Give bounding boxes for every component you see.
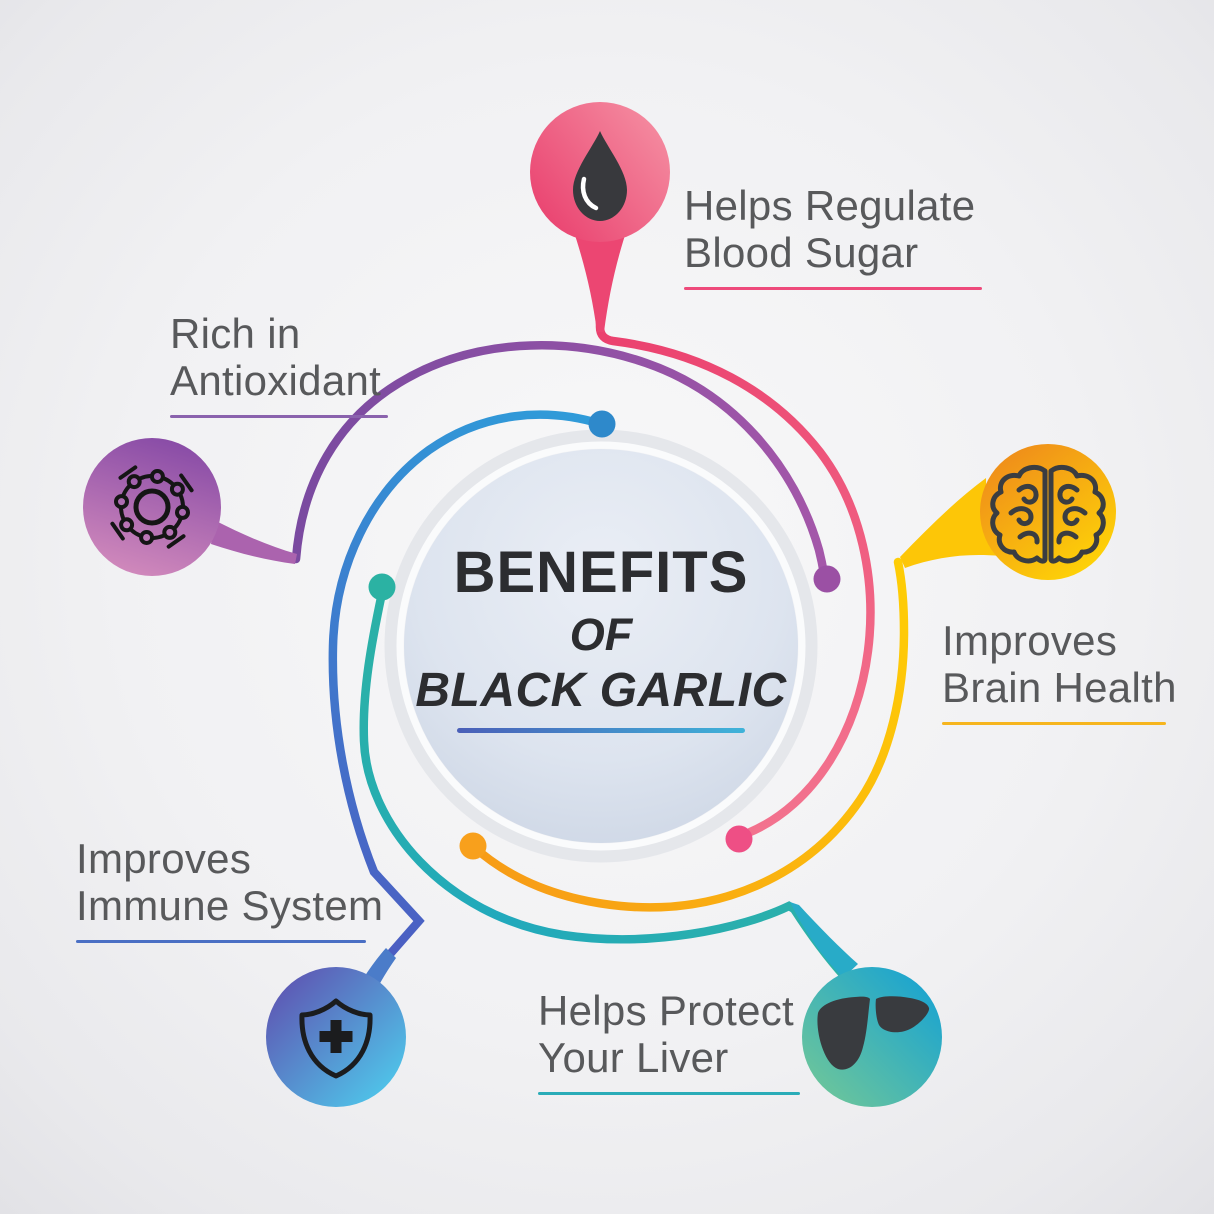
label-underline-antioxidant	[170, 415, 388, 418]
label-immune-system: Improves Immune System	[76, 835, 383, 943]
immune-arc	[328, 410, 606, 958]
yellow-dot	[459, 832, 487, 860]
blue-dot	[588, 410, 616, 438]
benefit-label-line: Rich in	[170, 310, 301, 357]
blood-sugar-bubble	[530, 102, 670, 332]
benefit-label-line: Immune System	[76, 882, 384, 929]
title-black-garlic: BLACK GARLIC	[415, 664, 787, 717]
benefit-label-line: Improves	[76, 835, 252, 882]
shield-cross-icon	[299, 998, 373, 1079]
benefit-label-line: Your Liver	[538, 1034, 729, 1081]
label-underline-blood-sugar	[684, 287, 982, 290]
blood-sugar-arc	[595, 283, 875, 838]
brain-icon	[990, 464, 1106, 564]
label-underline-brain-health	[942, 722, 1166, 725]
arc-end-dots	[368, 410, 841, 860]
liver-bubble-tail	[790, 902, 858, 978]
label-liver: Helps Protect Your Liver	[538, 987, 800, 1095]
center-white-ring	[396, 441, 806, 851]
title-benefits: BENEFITS	[453, 540, 749, 605]
liver-bubble	[790, 902, 942, 1107]
antioxidant-bubble	[83, 438, 297, 576]
liver-icon	[817, 996, 930, 1070]
teal-dot	[368, 573, 396, 601]
title-of: OF	[569, 609, 633, 660]
purple-dot	[813, 565, 841, 593]
blood-drop-icon	[573, 131, 627, 221]
title-underline	[457, 728, 745, 733]
connector-arcs	[291, 283, 909, 982]
benefit-label-line: Brain Health	[942, 664, 1177, 711]
brain-health-bubble	[900, 444, 1116, 580]
benefit-label-line: Improves	[942, 617, 1118, 664]
antioxidant-bubble-tail	[211, 520, 297, 564]
label-brain-health: Improves Brain Health	[942, 617, 1177, 725]
benefit-label-line: Helps Regulate	[684, 182, 976, 229]
antioxidant-bubble-circle	[83, 438, 221, 576]
blood-sugar-bubble-tail	[572, 226, 628, 332]
center-circle	[404, 449, 798, 843]
label-underline-immune-system	[76, 940, 366, 943]
label-underline-liver	[538, 1092, 800, 1095]
benefit-label-line: Blood Sugar	[684, 229, 919, 276]
antioxidant-arc	[291, 340, 829, 579]
brain-bubble-circle	[980, 444, 1116, 580]
label-antioxidant: Rich in Antioxidant	[170, 310, 388, 418]
label-blood-sugar: Helps Regulate Blood Sugar	[684, 182, 982, 290]
benefit-label-line: Helps Protect	[538, 987, 795, 1034]
brain-arc	[469, 557, 909, 912]
molecule-icon	[110, 465, 194, 549]
pink-dot	[725, 825, 753, 853]
immune-bubble	[266, 948, 406, 1107]
center-title: BENEFITS OF BLACK GARLIC	[401, 543, 801, 733]
benefit-label-line: Antioxidant	[170, 357, 382, 404]
brain-bubble-tail	[900, 478, 1000, 568]
